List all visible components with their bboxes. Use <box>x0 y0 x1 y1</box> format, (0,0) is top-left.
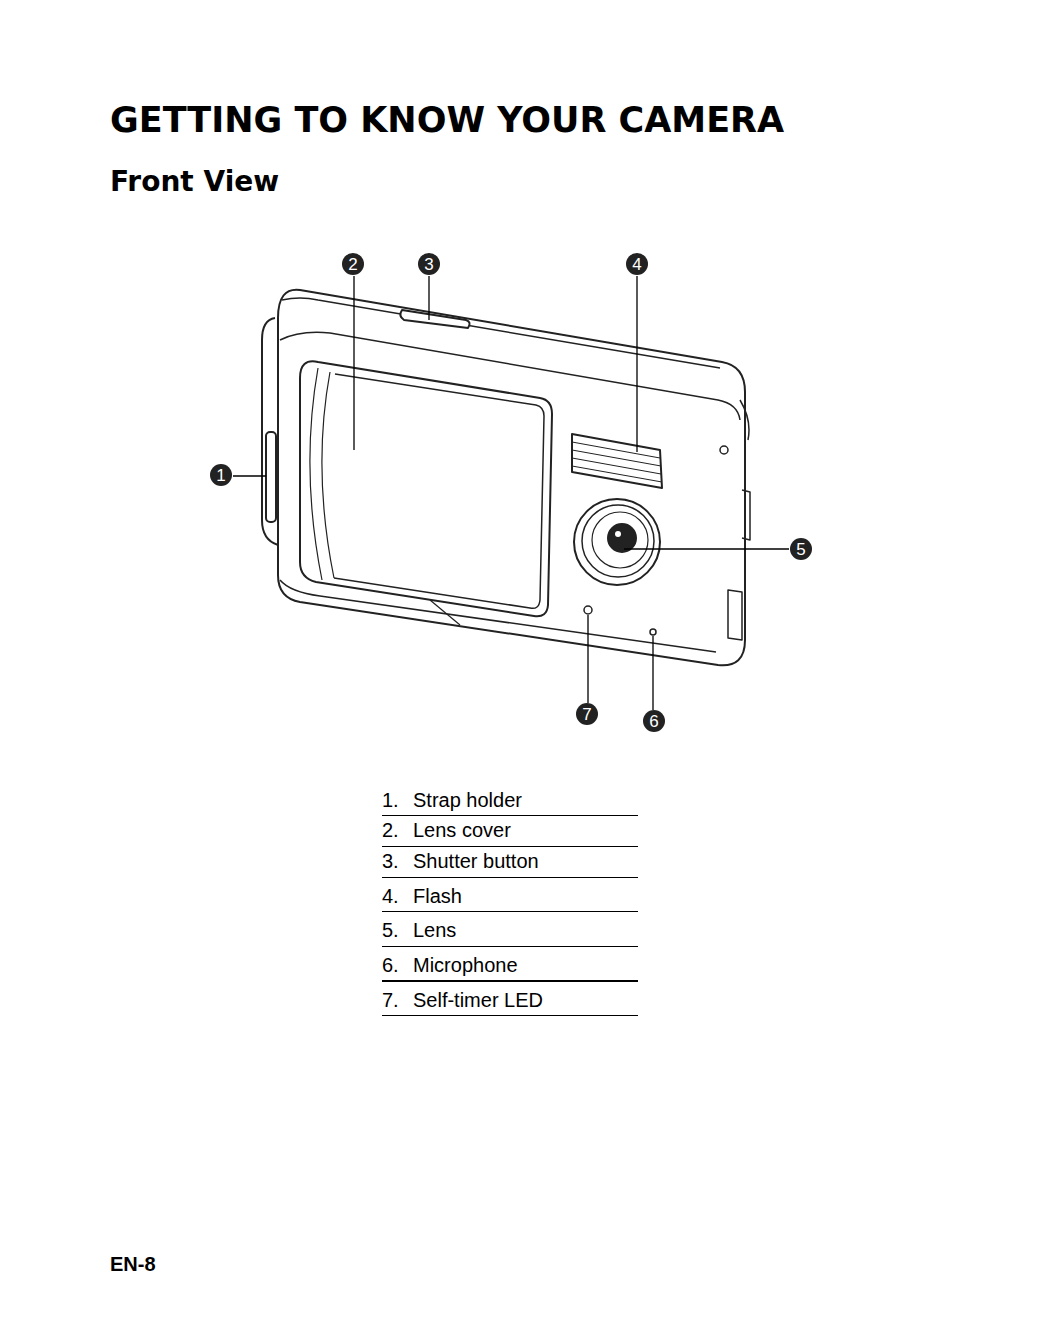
camera-side <box>262 318 278 545</box>
lens-glass <box>608 524 636 552</box>
callout-text: 6 <box>649 713 658 730</box>
section-heading: Front View <box>110 165 279 199</box>
page-title: GETTING TO KNOW YOUR CAMERA <box>110 100 784 140</box>
callout-text: 7 <box>582 706 591 723</box>
leader-lines <box>233 276 789 710</box>
callout-number: 3 <box>418 253 440 275</box>
flash <box>572 434 662 488</box>
part-name: Self-timer LED <box>413 988 543 1012</box>
item-number: 3. <box>382 849 399 873</box>
item-number: 2. <box>382 818 399 842</box>
self-timer-led <box>584 606 592 614</box>
callout-number: 5 <box>790 538 812 560</box>
lens-cover <box>300 361 552 616</box>
callout-text: 5 <box>796 541 805 558</box>
callout-text: 3 <box>424 256 433 273</box>
callout-text: 2 <box>348 256 357 273</box>
lens-ring <box>592 512 648 568</box>
flash-ridges <box>572 442 662 482</box>
callout-number: 4 <box>626 253 648 275</box>
callout-text: 1 <box>216 467 225 484</box>
item-number: 7. <box>382 988 399 1012</box>
table-rules <box>382 816 638 1016</box>
part-name: Strap holder <box>413 788 522 812</box>
lens-ring <box>582 505 654 577</box>
microphone <box>650 629 656 635</box>
callout-number: 1 <box>210 464 232 486</box>
side-controls <box>728 400 750 640</box>
shutter-button <box>400 310 469 328</box>
item-number: 1. <box>382 788 399 812</box>
item-number: 5. <box>382 918 399 942</box>
camera-body <box>278 290 745 666</box>
lens-cover-curve <box>310 368 334 580</box>
callout-number: 7 <box>576 703 598 725</box>
top-ridge <box>282 298 720 368</box>
side-hole <box>720 446 728 454</box>
part-name: Microphone <box>413 953 518 977</box>
item-number: 6. <box>382 953 399 977</box>
lens-glint <box>615 531 621 537</box>
part-name: Flash <box>413 884 462 908</box>
lens-cover-inner <box>334 374 544 608</box>
part-name: Shutter button <box>413 849 539 873</box>
lens-ring <box>574 499 660 585</box>
callout-number: 6 <box>643 710 665 732</box>
callout-number: 2 <box>342 253 364 275</box>
page-number: EN-8 <box>110 1252 156 1276</box>
strap-holder <box>266 432 276 522</box>
bottom-band <box>280 580 716 652</box>
item-number: 4. <box>382 884 399 908</box>
callout-text: 4 <box>632 256 641 273</box>
part-name: Lens <box>413 918 456 942</box>
part-name: Lens cover <box>413 818 511 842</box>
